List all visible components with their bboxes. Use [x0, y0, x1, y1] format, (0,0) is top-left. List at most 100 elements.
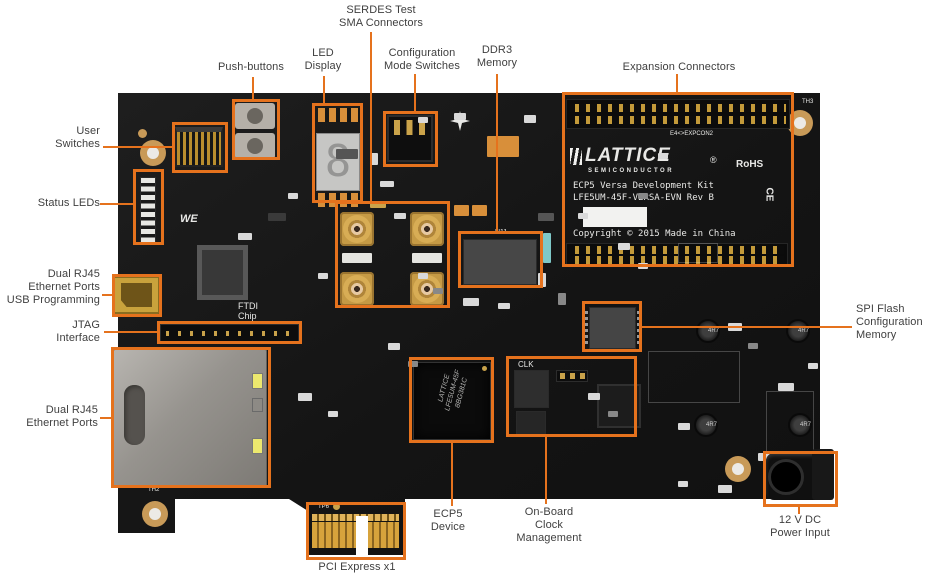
clock-jumper-pins: [560, 373, 586, 379]
callout-line-expansion: [676, 74, 678, 92]
callout-line-config-switches: [414, 74, 416, 111]
jtag-pins: [166, 331, 293, 336]
passive-component: [778, 383, 794, 391]
capacitor: [472, 205, 487, 216]
passive-component: [328, 411, 338, 417]
ecp5-pin1-dot: [482, 366, 487, 371]
callout-label-config-switches: Configuration Mode Switches: [384, 47, 460, 72]
callout-label-jtag: JTAG Interface: [56, 319, 100, 344]
led-pads-top: [318, 108, 360, 122]
callout-label-power: 12 V DC Power Input: [770, 514, 830, 539]
passive-component: [498, 303, 510, 309]
tp6-pad: [333, 503, 340, 510]
rj45-latch-slot: [124, 385, 145, 445]
passive-component: [370, 153, 378, 165]
callout-line-push-buttons: [252, 77, 254, 99]
callout-line-ddr3: [496, 74, 498, 231]
passive-component: [394, 213, 406, 219]
passive-component: [433, 288, 443, 294]
ftdi-silkscreen: FTDI Chip: [238, 301, 258, 321]
mounting-hole: [140, 140, 166, 166]
callout-box-status-leds: [133, 169, 164, 245]
kit-name: ECP5 Versa Development Kit: [573, 181, 714, 191]
callout-label-clock: On-Board Clock Management: [516, 506, 582, 544]
user-dip-switch: [175, 127, 223, 167]
passive-component: [524, 115, 536, 123]
passive-component: [336, 149, 358, 159]
callout-box-clock: [506, 356, 637, 437]
pcie-short-contacts: [312, 514, 399, 521]
callout-label-ecp5: ECP5 Device: [430, 508, 466, 533]
push-button-cap: [247, 108, 263, 124]
callout-box-push-buttons: [232, 99, 280, 160]
callout-line-ethernet: [100, 417, 111, 419]
passive-component: [298, 393, 312, 401]
inductor: 4R7: [694, 413, 718, 437]
push-button-cap: [247, 138, 263, 154]
callout-label-ethernet: Dual RJ45 Ethernet Ports: [26, 404, 98, 429]
spi-pins-left: [583, 311, 588, 345]
silkscreen-outline: [648, 351, 740, 403]
config-dip-levers: [394, 120, 427, 135]
passive-component: [463, 298, 479, 306]
callout-label-status-leds: Status LEDs: [37, 197, 100, 209]
passive-component: [618, 243, 630, 250]
passive-component: [678, 481, 688, 487]
callout-line-spi-flash: [642, 326, 852, 328]
passive-component: [808, 363, 818, 369]
dc-jack-opening: [768, 459, 804, 495]
seven-segment-display: 8: [316, 133, 360, 191]
passive-component: [538, 213, 554, 221]
callout-box-expansion: [562, 92, 794, 267]
passive-component: [318, 273, 328, 279]
inductor: 4R7: [788, 413, 812, 437]
cyan-component: [543, 233, 551, 263]
pcie-fingers-right: [367, 522, 399, 548]
sma-label-plate: [342, 253, 372, 263]
sma-connector: [410, 212, 444, 246]
silkscreen-th2: TH2: [148, 487, 160, 493]
expansion-header-top: [566, 99, 790, 129]
callout-line-ecp5: [451, 443, 453, 506]
callout-box-ethernet: [111, 347, 271, 488]
expcon-silkscreen: E4<>EXPCON2: [670, 131, 714, 137]
callout-label-serdes: SERDES Test SMA Connectors: [339, 4, 423, 29]
spi-flash-chip: [589, 307, 636, 349]
silkscreen-outline: [678, 243, 718, 263]
registered-mark: ®: [710, 155, 717, 165]
copyright-line: Copyright © 2015 Made in China: [573, 229, 736, 239]
passive-component: [418, 117, 428, 123]
passive-component: [718, 485, 732, 493]
callout-box-ecp5: [409, 357, 494, 443]
sma-connector: [340, 212, 374, 246]
callout-box-led-display: [312, 103, 363, 203]
callout-line-led-display: [323, 76, 325, 103]
callout-label-pcie: PCI Express x1: [318, 561, 396, 573]
we-logo: WE: [180, 213, 198, 225]
callout-line-jtag: [104, 331, 157, 333]
clock-buffer-chip: [516, 411, 546, 437]
passive-component: [454, 113, 466, 120]
lattice-logo: LATTICE: [585, 145, 671, 166]
ethernet-led-off: [252, 398, 263, 412]
callout-box-usb: [112, 274, 162, 317]
passive-component: [380, 181, 394, 187]
passive-component: [588, 393, 600, 400]
callout-box-power: [763, 451, 838, 507]
passive-component: [388, 343, 400, 350]
passive-component: [678, 423, 690, 430]
rohs-mark: RoHS: [736, 159, 764, 170]
passive-component: [638, 193, 648, 199]
mini-usb-opening: [121, 283, 152, 307]
passive-component: [418, 273, 428, 279]
callout-label-led-display: LED Display: [304, 47, 342, 72]
capacitor: [454, 205, 469, 216]
mounting-hole: [725, 456, 751, 482]
callout-line-status-leds: [100, 203, 133, 205]
clk-silkscreen: CLK: [518, 360, 534, 369]
mounting-hole: [142, 501, 168, 527]
ethernet-led: [252, 438, 263, 454]
passive-component: [748, 343, 758, 349]
callout-label-expansion: Expansion Connectors: [622, 61, 736, 73]
fiducial-pad: [138, 129, 147, 138]
